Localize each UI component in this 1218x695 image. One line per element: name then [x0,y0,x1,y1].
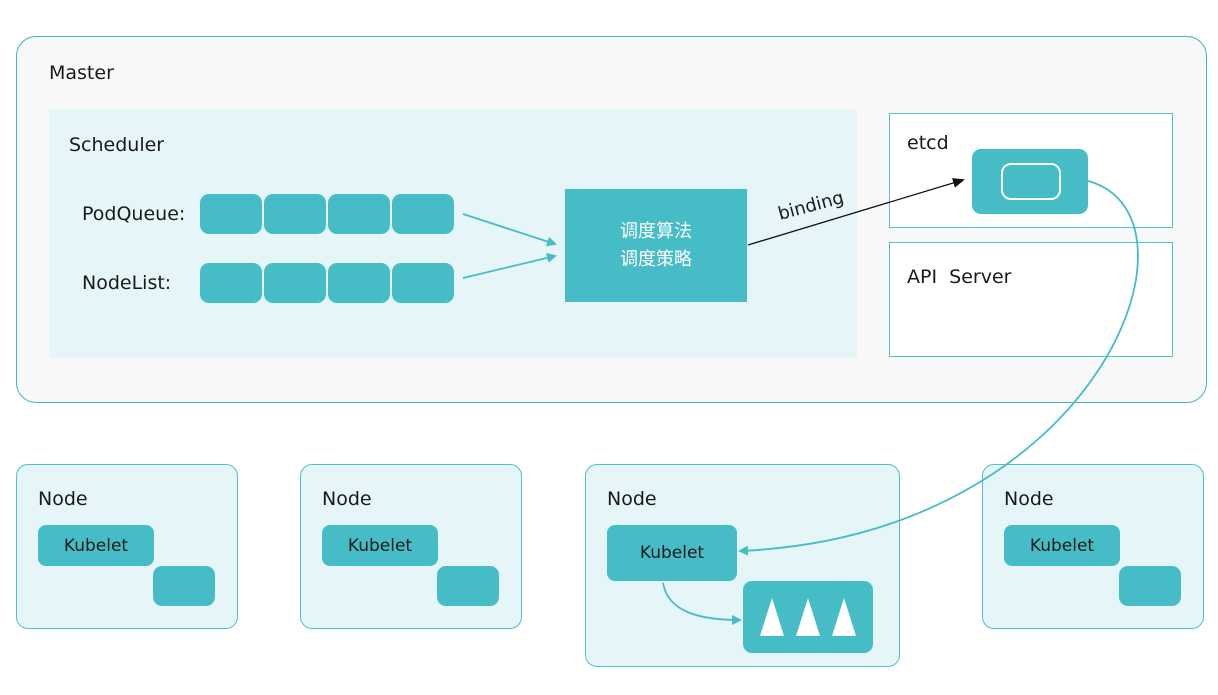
pod-queue-cell [264,194,326,234]
kubelet-4: Kubelet [1004,525,1120,566]
node-pod-slot-2 [437,566,499,606]
pod-queue-cell [328,194,390,234]
watch-arrow [738,180,1139,556]
pod-queue-label: PodQueue: [82,203,186,225]
node-list-cell [392,263,454,303]
pod-queue-arrow [462,213,557,247]
algorithm-line-1: 调度算法 [620,220,692,242]
node-title-4: Node [1004,488,1054,510]
node-title-2: Node [322,488,372,510]
api-server-panel [889,242,1173,357]
node-title-3: Node [607,488,657,510]
scheduling-algorithm-box: 调度算法 调度策略 [565,189,747,302]
node-title-1: Node [38,488,88,510]
node-list-arrow [462,252,557,279]
api-server-title: API Server [907,266,1012,288]
etcd-title: etcd [907,132,949,154]
master-title: Master [49,62,114,84]
scheduler-title: Scheduler [69,134,165,156]
node-pod-slot-1 [153,566,215,606]
binding-arrow [747,178,965,246]
node-pod-slot-4 [1119,566,1181,606]
etcd-record-inner [1001,163,1061,200]
kubelet-2: Kubelet [322,525,438,566]
pod-queue-cell [392,194,454,234]
node-list-label: NodeList: [82,272,172,294]
node-list-cell [264,263,326,303]
kubelet-to-pods-arrow [662,582,742,625]
node-list-cell [328,263,390,303]
pod-triangle-icon [796,598,820,636]
pod-triangle-icon [832,598,856,636]
node-list-cell [200,263,262,303]
pod-triangle-icon [760,598,784,636]
pod-queue-cell [200,194,262,234]
kubelet-1: Kubelet [38,525,154,566]
kubelet-3: Kubelet [607,525,737,581]
algorithm-line-2: 调度策略 [620,248,692,270]
